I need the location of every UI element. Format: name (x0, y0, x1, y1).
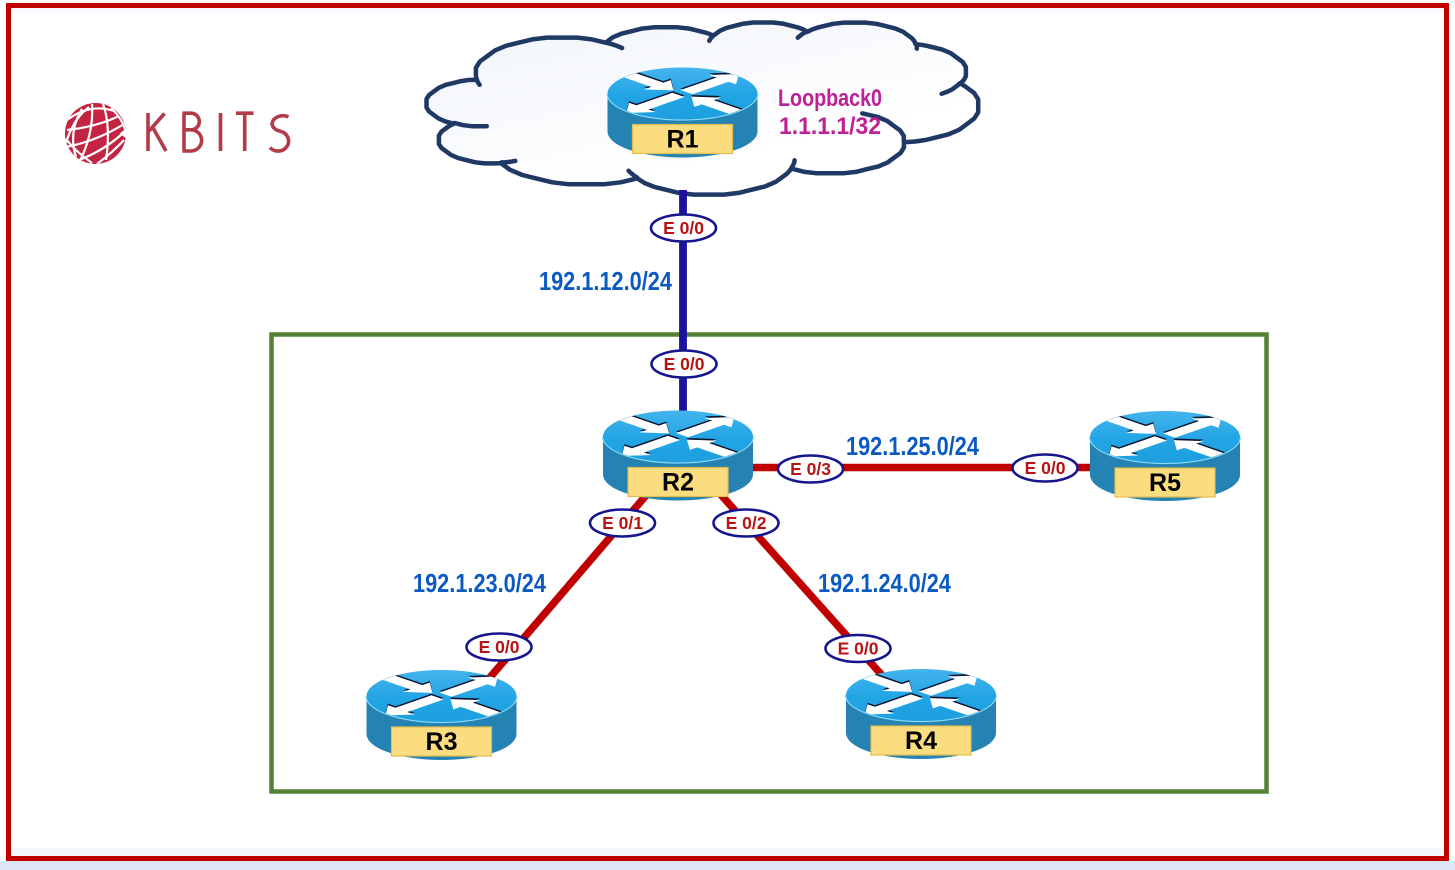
svg-text:R1: R1 (667, 126, 699, 154)
svg-text:R2: R2 (662, 469, 694, 497)
svg-text:192.1.23.0/24: 192.1.23.0/24 (413, 568, 546, 598)
svg-text:E 0/0: E 0/0 (1025, 458, 1066, 478)
svg-text:E 0/2: E 0/2 (726, 513, 767, 533)
svg-text:E 0/3: E 0/3 (790, 459, 831, 479)
svg-text:E 0/0: E 0/0 (663, 218, 704, 238)
svg-text:192.1.12.0/24: 192.1.12.0/24 (539, 266, 672, 296)
svg-text:E 0/0: E 0/0 (479, 637, 520, 657)
svg-text:E 0/1: E 0/1 (602, 513, 643, 533)
svg-text:1.1.1.1/32: 1.1.1.1/32 (779, 113, 881, 140)
svg-text:R5: R5 (1149, 469, 1181, 497)
svg-text:192.1.25.0/24: 192.1.25.0/24 (846, 431, 979, 461)
svg-text:E 0/0: E 0/0 (838, 639, 879, 659)
svg-text:Loopback0: Loopback0 (778, 85, 882, 112)
svg-text:192.1.24.0/24: 192.1.24.0/24 (818, 568, 951, 598)
svg-text:R3: R3 (426, 728, 458, 756)
svg-text:R4: R4 (905, 727, 937, 755)
svg-text:E 0/0: E 0/0 (664, 354, 705, 374)
